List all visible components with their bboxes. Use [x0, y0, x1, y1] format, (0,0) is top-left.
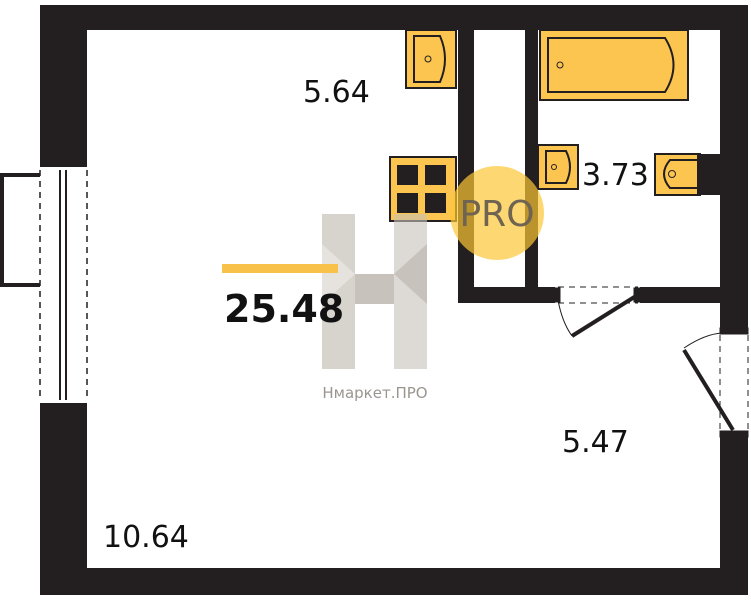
wall-left-lower — [40, 403, 87, 595]
wall-right-upper — [720, 5, 748, 330]
walls — [40, 5, 748, 595]
entrance-door[interactable] — [682, 327, 749, 438]
bathtub — [539, 29, 689, 101]
wall-bath-bottom-left — [458, 287, 558, 303]
total-area: 25.48 — [224, 287, 344, 331]
total-area-bar — [222, 264, 338, 273]
watermark-logo — [322, 214, 427, 369]
wall-top — [40, 5, 748, 30]
bathroom-door[interactable] — [553, 286, 641, 338]
kitchen-sink — [405, 29, 457, 89]
pro-badge-text: PRO — [459, 194, 534, 235]
wall-left-upper — [40, 5, 87, 167]
watermark-brand: Нмаркет.ПРО — [322, 384, 427, 402]
pro-badge — [450, 166, 544, 260]
wall-bath-bottom-right — [640, 287, 720, 303]
wall-right-lower — [720, 435, 748, 595]
wall-bottom — [40, 568, 748, 595]
room-area-bathroom: 3.73 — [582, 158, 649, 193]
wall-kitchen — [458, 30, 474, 303]
room-area-living-room: 10.64 — [103, 520, 189, 555]
stove — [389, 156, 457, 222]
wall-bathroom — [525, 30, 538, 290]
window — [0, 167, 88, 403]
toilet — [654, 153, 720, 196]
bathroom-sink — [537, 144, 579, 190]
room-area-kitchen: 5.64 — [303, 75, 370, 110]
room-area-hallway: 5.47 — [562, 425, 629, 460]
